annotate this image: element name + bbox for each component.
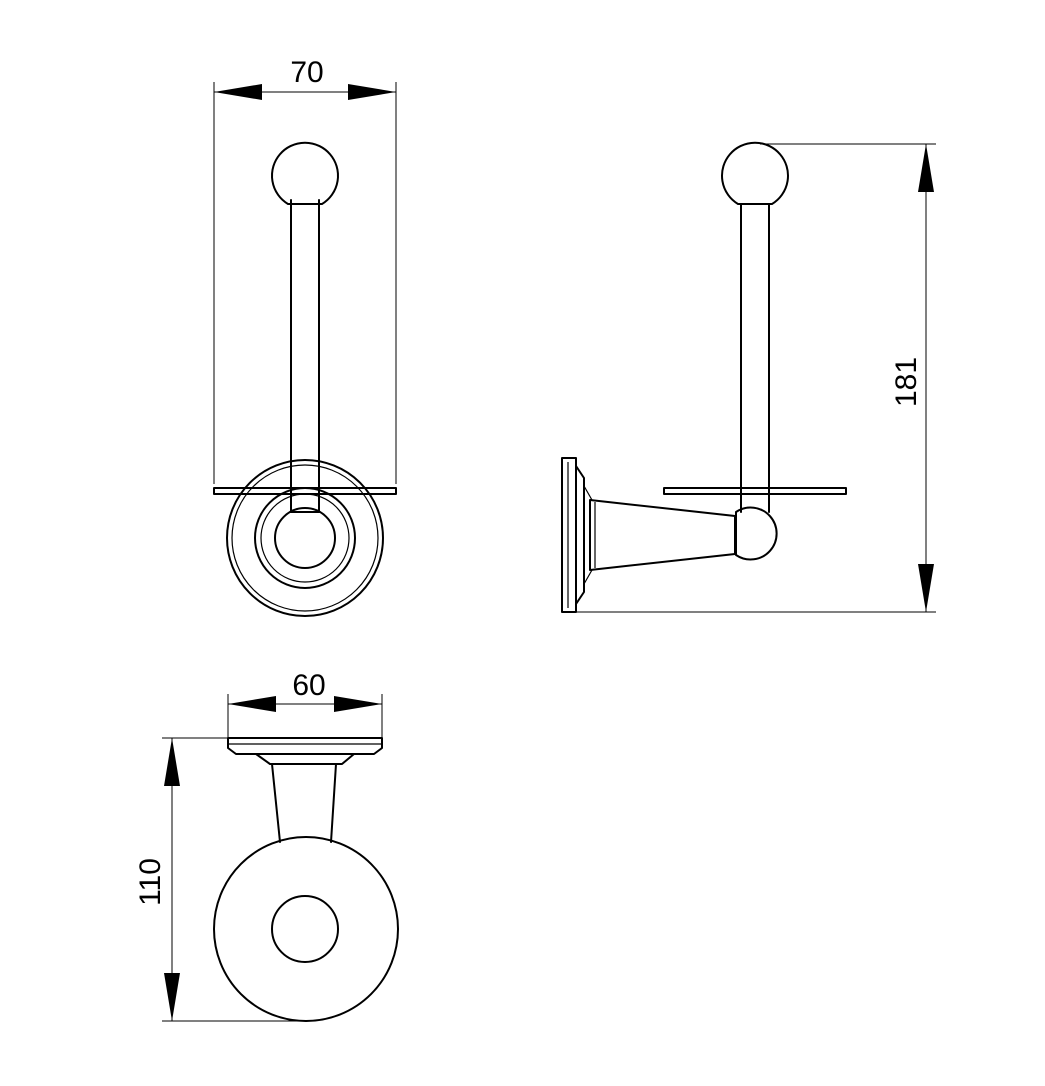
dimension-110: 110 — [134, 738, 180, 1021]
dimension-label-110: 110 — [134, 858, 167, 906]
dimension-label-60: 60 — [292, 669, 325, 702]
side-view: 181 — [561, 141, 936, 613]
front-view: 70 — [213, 56, 397, 617]
dimension-label-181: 181 — [890, 357, 923, 407]
dimension-181: 181 — [890, 144, 934, 612]
dimension-label-70: 70 — [290, 56, 323, 89]
dimension-60: 60 — [227, 669, 383, 738]
top-view: 60 110 — [134, 669, 399, 1022]
dimension-70: 70 — [214, 56, 396, 100]
